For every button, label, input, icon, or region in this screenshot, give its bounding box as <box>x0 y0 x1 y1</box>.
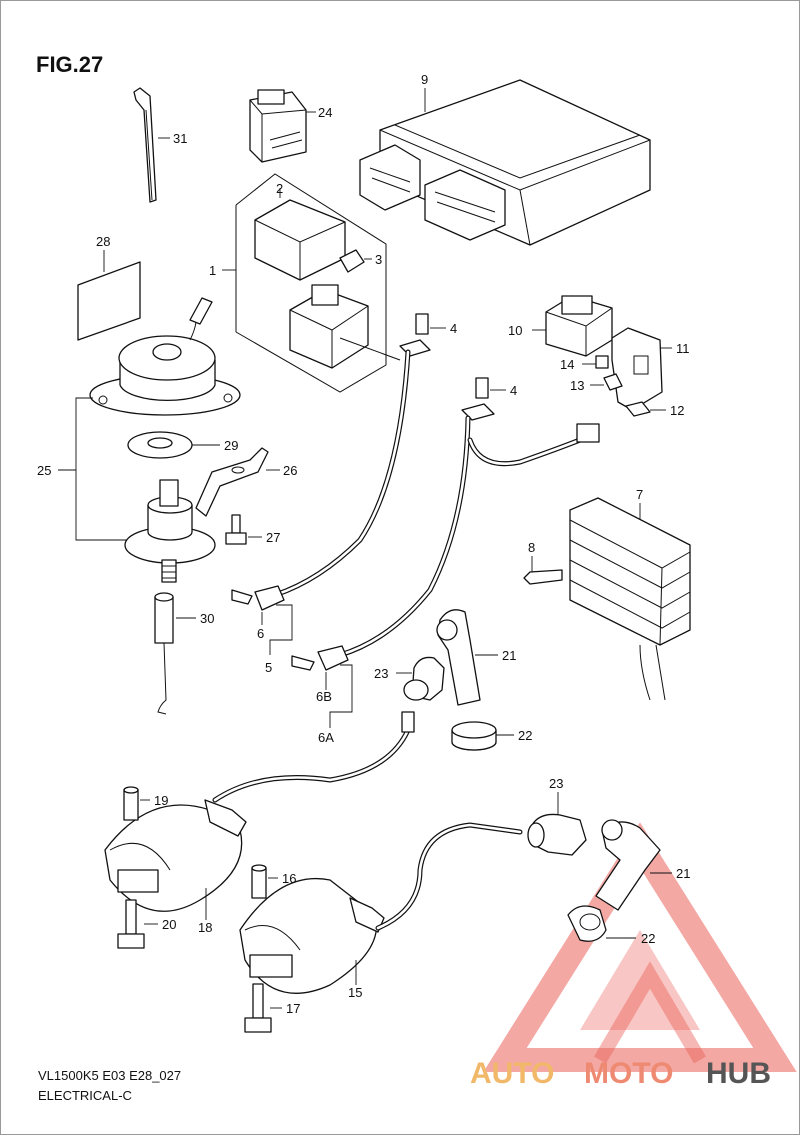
watermark-logo <box>483 822 797 1072</box>
grommet-13 <box>590 373 623 391</box>
callout-22-lower: 22 <box>641 931 655 946</box>
bracket-11 <box>611 327 672 411</box>
ignition-coil-15 <box>239 822 523 994</box>
figure-title: FIG.27 <box>36 52 103 77</box>
watermark-auto: AUTO <box>470 1057 554 1090</box>
seal-22-lower <box>567 905 636 942</box>
callout-22-upper: 22 <box>518 728 532 743</box>
callout-18: 18 <box>198 920 212 935</box>
regulator-7 <box>569 497 691 701</box>
callout-13: 13 <box>570 378 584 393</box>
callout-30: 30 <box>200 611 214 626</box>
watermark-moto: MOTO <box>584 1057 673 1090</box>
callout-4-lower: 4 <box>510 383 517 398</box>
callout-23-lower: 23 <box>549 776 563 791</box>
ecm-unit-9 <box>359 79 651 246</box>
plug-cap-21-lower <box>595 819 672 911</box>
bolt-17 <box>244 983 282 1033</box>
relay-10 <box>532 295 613 357</box>
plug-cap-21-upper <box>436 609 498 706</box>
bracket-25 <box>58 397 140 541</box>
spacer-19 <box>123 786 150 821</box>
callout-12: 12 <box>670 403 684 418</box>
callout-4-upper: 4 <box>450 321 457 336</box>
clip-12 <box>625 401 666 417</box>
washer-29 <box>127 431 220 459</box>
callout-11: 11 <box>676 341 690 356</box>
bolt-20 <box>117 899 158 949</box>
section-name: ELECTRICAL-C <box>38 1088 132 1103</box>
callout-26: 26 <box>283 463 297 478</box>
spacer-16 <box>251 864 278 899</box>
callout-21-upper: 21 <box>502 648 516 663</box>
bolt-8 <box>523 556 563 585</box>
pad-28 <box>77 250 141 341</box>
callout-14: 14 <box>560 357 574 372</box>
callout-29: 29 <box>224 438 238 453</box>
horn-mount <box>124 479 216 583</box>
callout-17: 17 <box>286 1001 300 1016</box>
callout-15: 15 <box>348 985 362 1000</box>
cap-23-lower <box>527 792 587 856</box>
callout-19: 19 <box>154 793 168 808</box>
callout-23-upper: 23 <box>374 666 388 681</box>
callout-3: 3 <box>375 252 382 267</box>
callout-10: 10 <box>508 323 522 338</box>
callout-6b: 6B <box>316 689 332 704</box>
callout-20: 20 <box>162 917 176 932</box>
callout-31: 31 <box>173 131 187 146</box>
watermark-hub: HUB <box>706 1057 771 1090</box>
callout-24: 24 <box>318 105 332 120</box>
callout-27: 27 <box>266 530 280 545</box>
callout-5: 5 <box>265 660 272 675</box>
diagram-code: VL1500K5 E03 E28_027 <box>38 1068 181 1083</box>
callout-9: 9 <box>421 72 428 87</box>
cable-tie-31 <box>133 87 170 203</box>
callout-16: 16 <box>282 871 296 886</box>
callout-8: 8 <box>528 540 535 555</box>
callout-2: 2 <box>276 181 283 196</box>
callout-21-lower: 21 <box>676 866 690 881</box>
bolt-27 <box>225 514 262 545</box>
seal-22-upper <box>451 721 514 751</box>
callout-6: 6 <box>257 626 264 641</box>
horn-25 <box>89 297 241 416</box>
callout-1: 1 <box>209 263 216 278</box>
spacer-14 <box>582 355 609 369</box>
cap-23-upper <box>396 656 445 701</box>
lead-wire-30 <box>154 592 196 715</box>
battery-cable-5 <box>231 313 446 655</box>
callout-7: 7 <box>636 487 643 502</box>
callout-28: 28 <box>96 234 110 249</box>
relay-24 <box>249 89 316 163</box>
starter-relay-1 <box>222 173 401 393</box>
callout-25: 25 <box>37 463 51 478</box>
watermark-text: AUTO MOTO HUB <box>470 1057 771 1090</box>
ignition-coil-18 <box>104 711 415 920</box>
starter-cable-6A <box>291 377 600 728</box>
callout-6a: 6A <box>318 730 334 745</box>
bracket-26 <box>195 447 280 517</box>
